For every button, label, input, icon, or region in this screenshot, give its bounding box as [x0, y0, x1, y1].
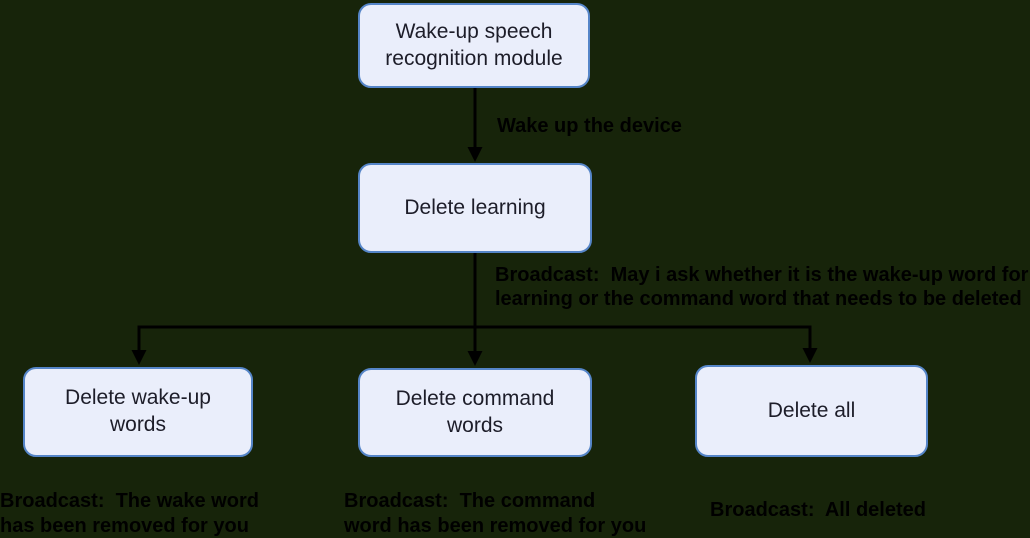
node-wakeup-module-label: Wake-up speech recognition module [385, 19, 563, 70]
node-delete-command-words-label: Delete command words [395, 386, 555, 437]
node-delete-all: Delete all [695, 365, 928, 457]
arrowhead-to-delete-all [802, 348, 818, 363]
arrowhead-to-command [467, 351, 483, 366]
node-delete-learning: Delete learning [358, 163, 592, 253]
node-delete-all-label: Delete all [767, 398, 856, 422]
node-delete-wakeup-words-label: Delete wake-up words [65, 386, 211, 436]
arrowhead-to-learning [467, 147, 483, 162]
branch-bar [137, 325, 812, 352]
arrowhead-to-wakeup-words [131, 350, 147, 365]
node-delete-command-words: Delete command words [358, 368, 592, 457]
broadcast-command-word-removed: Broadcast: The command word has been rem… [344, 490, 647, 538]
node-delete-learning-label: Delete learning [404, 195, 546, 219]
broadcast-wake-word-removed: Broadcast: The wake word has been remove… [0, 490, 259, 538]
edge-label-wake-up-device: Wake up the device [497, 115, 682, 137]
node-wakeup-module: Wake-up speech recognition module [358, 3, 590, 88]
broadcast-all-deleted: Broadcast: All deleted [710, 499, 926, 521]
edge-label-broadcast-ask: Broadcast: May i ask whether it is the w… [495, 264, 1029, 310]
node-delete-wakeup-words: Delete wake-up words [23, 367, 253, 457]
